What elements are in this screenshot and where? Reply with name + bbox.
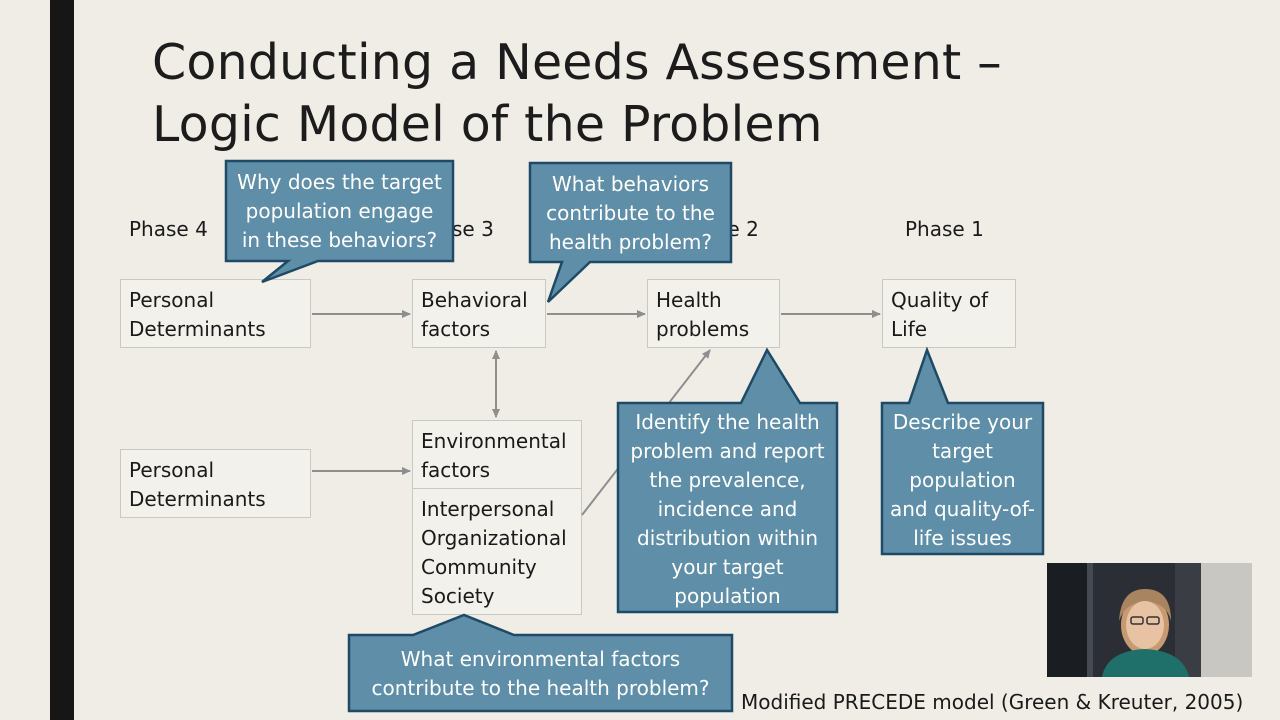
box-line: problems <box>656 317 750 341</box>
box-line: factors <box>421 317 491 341</box>
callout-shape-identify-problem <box>616 347 839 614</box>
box-line: Life <box>891 317 928 341</box>
callout-line: Identify the health <box>635 410 820 434</box>
callout-identify-problem: Identify the health problem and report t… <box>618 408 837 611</box>
box-line: Community <box>421 555 537 579</box>
callout-shape-environmental-factors <box>347 613 734 713</box>
personal-determinants-box-top: Personal Determinants <box>120 279 311 348</box>
callout-line: What environmental factors <box>400 647 681 671</box>
presenter-webcam <box>1047 563 1252 677</box>
box-line: Society <box>421 584 495 608</box>
callout-line: population <box>674 584 781 608</box>
callout-what-behaviors: What behaviors contribute to the health … <box>530 170 731 257</box>
left-accent-bar <box>50 0 74 720</box>
callout-line: in these behaviors? <box>241 228 438 252</box>
callout-line: population engage <box>245 199 434 223</box>
box-line: Environmental <box>421 429 567 453</box>
quality-of-life-box: Quality of Life <box>882 279 1016 348</box>
environmental-factors-box: Environmental factors <box>412 420 582 489</box>
box-line: Interpersonal <box>421 497 555 521</box>
phase-1-label: Phase 1 <box>905 217 984 241</box>
title-line-2: Logic Model of the Problem <box>152 96 823 153</box>
phase-4-label: Phase 4 <box>129 217 208 241</box>
callout-why-behaviors: Why does the target population engage in… <box>226 168 453 255</box>
box-line: Determinants <box>129 487 266 511</box>
title-line-1: Conducting a Needs Assessment – <box>152 34 1002 91</box>
box-line: Determinants <box>129 317 266 341</box>
box-line: Personal <box>129 288 215 312</box>
slide-title: Conducting a Needs Assessment – Logic Mo… <box>152 32 1002 156</box>
presenter-webcam-icon <box>1047 563 1252 677</box>
callout-describe-population: Describe your target population and qual… <box>882 408 1043 553</box>
callout-shape-what-behaviors <box>528 161 733 303</box>
callout-line: problem and report <box>630 439 825 463</box>
callout-line: life issues <box>913 526 1012 550</box>
callout-line: the prevalence, <box>649 468 806 492</box>
callout-line: distribution within <box>637 526 818 550</box>
box-line: Personal <box>129 458 215 482</box>
callout-line: incidence and <box>657 497 798 521</box>
callout-line: your target <box>671 555 784 579</box>
box-line: Organizational <box>421 526 567 550</box>
callout-line: contribute to the <box>546 201 715 225</box>
callout-line: health problem? <box>548 230 713 254</box>
callout-environmental-factors: What environmental factors contribute to… <box>349 645 732 703</box>
callout-line: contribute to the health problem? <box>371 676 710 700</box>
box-line: Quality of <box>891 288 989 312</box>
health-problems-box: Health problems <box>647 279 780 348</box>
callout-line: Why does the target <box>237 170 442 194</box>
environment-levels-box: Interpersonal Organizational Community S… <box>412 488 582 615</box>
callout-line: What behaviors <box>551 172 710 196</box>
callout-line: Describe your <box>892 410 1033 434</box>
box-line: factors <box>421 458 491 482</box>
citation: Modified PRECEDE model (Green & Kreuter,… <box>741 690 1244 714</box>
box-line: Health <box>656 288 722 312</box>
callout-line: target <box>932 439 993 463</box>
personal-determinants-box-bottom: Personal Determinants <box>120 449 311 518</box>
callout-line: and quality-of- <box>889 497 1036 521</box>
callout-line: population <box>909 468 1016 492</box>
behavioral-factors-box: Behavioral factors <box>412 279 546 348</box>
callout-shape-describe-population <box>880 346 1045 556</box>
box-line: Behavioral <box>421 288 528 312</box>
callout-shape-why-behaviors <box>224 159 455 284</box>
